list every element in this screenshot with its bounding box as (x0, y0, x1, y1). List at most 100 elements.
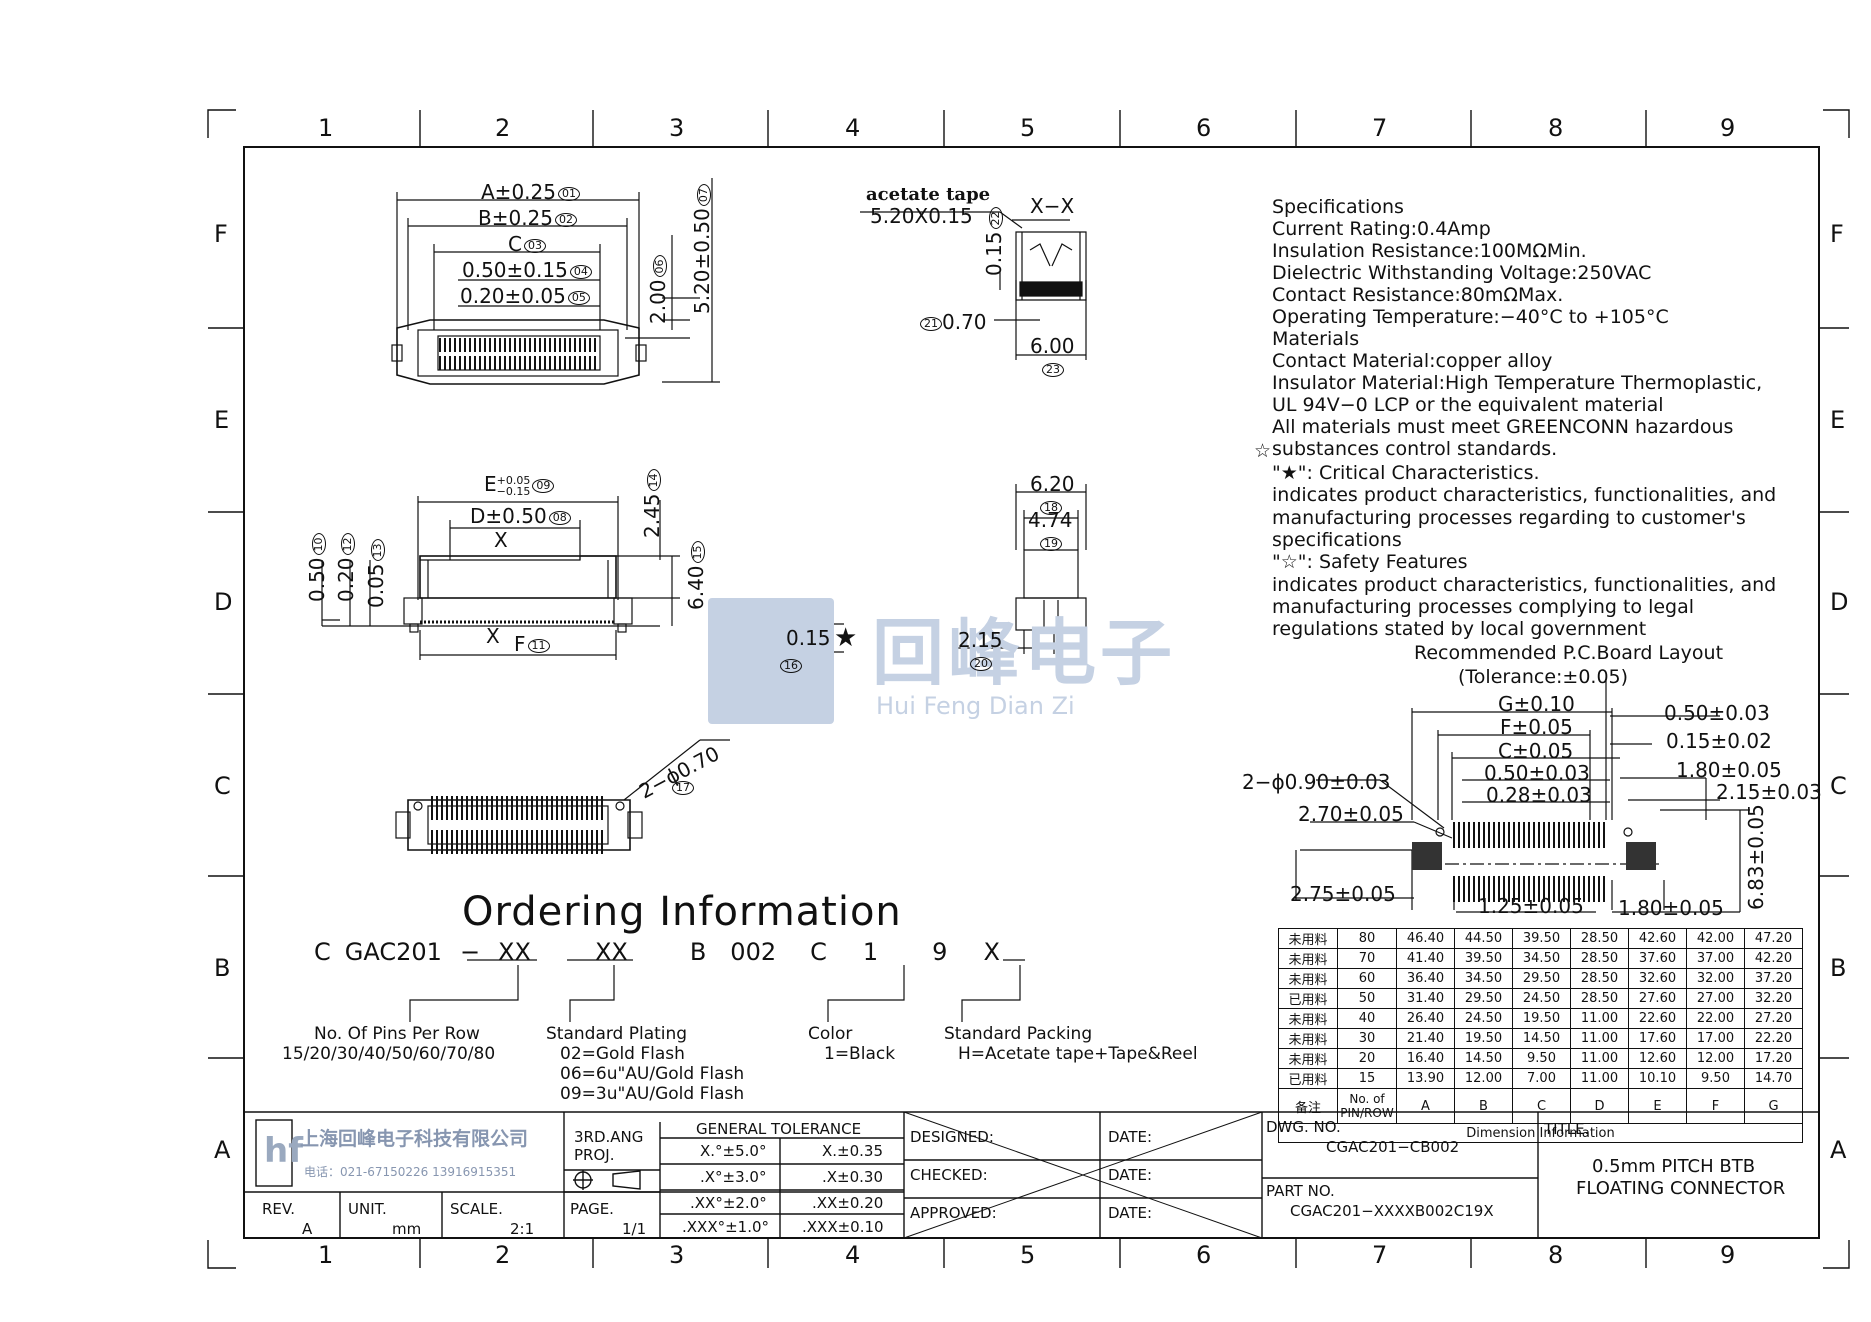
table-cell: 12.00 (1454, 1068, 1513, 1089)
spec-line: regulations stated by local government (1272, 618, 1647, 640)
approved-date-label: DATE: (1108, 1204, 1153, 1222)
table-cell: 30 (1337, 1028, 1397, 1049)
col-label-3-top: 3 (669, 114, 685, 142)
table-header: C (1512, 1088, 1571, 1124)
section-x-x-label: X−X (1030, 194, 1075, 218)
table-footer-row: Dimension Information (1278, 1123, 1803, 1143)
tolerance-angle-1: .X°±3.0° (700, 1168, 767, 1186)
page-value: 1/1 (622, 1220, 647, 1238)
table-cell: 27.60 (1628, 988, 1687, 1009)
spec-line: Current Rating:0.4Amp (1272, 218, 1491, 240)
spec-line: Operating Temperature:−40°C to +105°C (1272, 306, 1669, 328)
ordering-plating-1: 02=Gold Flash (560, 1044, 685, 1064)
table-cell: 28.50 (1570, 988, 1629, 1009)
dim-14: 2.4514 (640, 469, 664, 538)
dim-18: 6.20 (1030, 472, 1075, 496)
ordering-packing-label: Standard Packing (944, 1024, 1093, 1044)
table-cell: 27.20 (1744, 1008, 1803, 1029)
ordering-packing-value: H=Acetate tape+Tape&Reel (958, 1044, 1198, 1064)
dim-10: 0.5010 (305, 533, 329, 602)
table-cell: 10.10 (1628, 1068, 1687, 1089)
table-cell: 39.50 (1454, 948, 1513, 969)
table-cell: 37.00 (1686, 948, 1745, 969)
spec-line: manufacturing processes complying to leg… (1272, 596, 1695, 618)
dim-22: 0.1522 (982, 207, 1006, 276)
checked-label: CHECKED: (910, 1166, 988, 1184)
dim-20-num: 20 (968, 652, 992, 672)
tolerance-linear-2: .XX±0.20 (812, 1194, 884, 1212)
table-cell: 未用料 (1278, 948, 1338, 969)
row-label-f-left: F (214, 220, 228, 248)
row-label-f-right: F (1830, 220, 1844, 248)
table-cell: 29.50 (1454, 988, 1513, 1009)
table-cell: 未用料 (1278, 1008, 1338, 1029)
table-cell: 未用料 (1278, 1028, 1338, 1049)
part-no-value: CGAC201−XXXXB002C19X (1290, 1202, 1494, 1220)
table-cell: 22.20 (1744, 1028, 1803, 1049)
watermark-logo (708, 598, 834, 724)
pcb-dim-p1: 0.50±0.03 (1484, 761, 1590, 785)
col-label-7-bottom: 7 (1372, 1241, 1388, 1269)
row-label-c-right: C (1830, 772, 1847, 800)
approved-label: APPROVED: (910, 1204, 997, 1222)
table-cell: 41.40 (1396, 948, 1455, 969)
table-header: D (1570, 1088, 1629, 1124)
table-cell: 28.50 (1570, 928, 1629, 949)
col-label-4-bottom: 4 (845, 1241, 861, 1269)
watermark-en: Hui Feng Dian Zi (876, 692, 1075, 720)
col-label-6-top: 6 (1196, 114, 1212, 142)
pcb-dim-hole: 2−ϕ0.90±0.03 (1242, 770, 1391, 794)
col-label-5-top: 5 (1020, 114, 1036, 142)
company-name: 上海回峰电子科技有限公司 (300, 1128, 529, 1150)
table-cell: 60 (1337, 968, 1397, 989)
table-header-remark: 备注 (1278, 1088, 1338, 1124)
table-header: G (1744, 1088, 1803, 1124)
flatness-value: 0.15 (786, 626, 831, 650)
row-label-b-right: B (1830, 954, 1847, 982)
table-cell: 32.20 (1744, 988, 1803, 1009)
spec-line: Specifications (1272, 196, 1404, 218)
dim-15: 6.4015 (684, 541, 708, 610)
table-cell: 14.50 (1454, 1048, 1513, 1069)
table-cell: 17.20 (1744, 1048, 1803, 1069)
dim-x-bottom: X (486, 624, 500, 648)
row-label-b-left: B (214, 954, 231, 982)
watermark-cn: 回峰电子 (872, 611, 1177, 695)
table-cell: 32.00 (1686, 968, 1745, 989)
dim-13: 0.0513 (364, 539, 388, 608)
dim-17: 17 (670, 776, 694, 796)
spec-line: specifications (1272, 529, 1402, 551)
ordering-pins-label: No. Of Pins Per Row (314, 1024, 480, 1044)
dim-06: 2.0006 (646, 255, 670, 324)
table-cell: 7.00 (1512, 1068, 1571, 1089)
checked-date-label: DATE: (1108, 1166, 1153, 1184)
table-cell: 32.60 (1628, 968, 1687, 989)
pcb-layout-tolerance: (Tolerance:±0.05) (1458, 666, 1629, 688)
pcb-dim-v: 6.83±0.05 (1744, 804, 1768, 910)
table-header: E (1628, 1088, 1687, 1124)
table-cell: 已用料 (1278, 1068, 1338, 1089)
spec-line: "☆": Safety Features (1272, 551, 1468, 573)
spec-line: Insulator Material:High Temperature Ther… (1272, 372, 1763, 394)
spec-line: indicates product characteristics, funct… (1272, 484, 1777, 506)
row-label-a-left: A (214, 1136, 231, 1164)
table-cell: 12.00 (1686, 1048, 1745, 1069)
tolerance-angle-2: .XX°±2.0° (690, 1194, 767, 1212)
spec-line: indicates product characteristics, funct… (1272, 574, 1777, 596)
pcb-dim-b1: 1.25±0.05 (1478, 894, 1584, 918)
col-label-7-top: 7 (1372, 114, 1388, 142)
company-logo-icon: hf (264, 1131, 303, 1171)
pcb-layout-title: Recommended P.C.Board Layout (1414, 642, 1724, 664)
ordering-pins-values: 15/20/30/40/50/60/70/80 (282, 1044, 496, 1064)
table-cell: 42.20 (1744, 948, 1803, 969)
scale-label: SCALE. (450, 1200, 503, 1218)
table-cell: 31.40 (1396, 988, 1455, 1009)
row-label-d-left: D (214, 588, 233, 616)
